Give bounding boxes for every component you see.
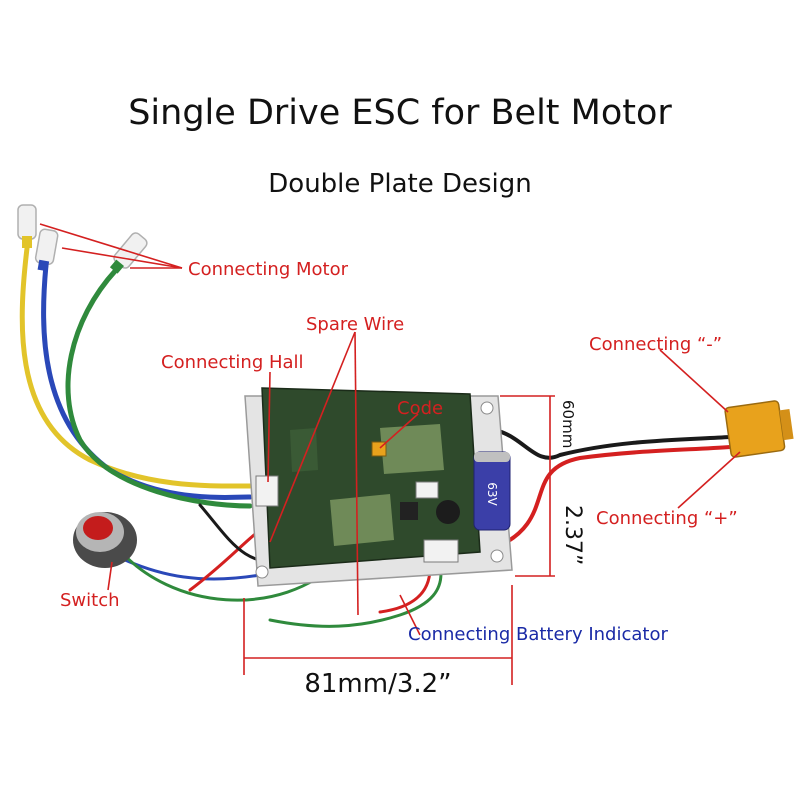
label-connecting-minus: Connecting “-” (589, 334, 722, 355)
motor-terminal-green (109, 232, 148, 274)
indicator-connector (423, 539, 459, 563)
dimension-height-in: 2.37” (560, 505, 585, 565)
dimension-width: 81mm/3.2” (304, 669, 451, 699)
mount-hole (490, 549, 504, 563)
leader-lines (39, 223, 741, 636)
power-wires (468, 426, 732, 550)
mount-hole (255, 565, 269, 579)
motor-wires (19, 237, 253, 509)
motor-terminal-yellow (17, 204, 37, 248)
label-connecting-plus: Connecting “+” (596, 508, 738, 529)
buzzer (436, 500, 460, 524)
mount-hole (480, 401, 494, 415)
pcb-cutout (380, 424, 444, 474)
xt60-connector (724, 400, 794, 458)
aux-connector (415, 481, 439, 499)
capacitor: 63V (473, 451, 511, 531)
label-connecting-hall: Connecting Hall (161, 352, 304, 373)
motor-wire-terminals (17, 204, 148, 274)
label-switch: Switch (60, 590, 120, 611)
motor-terminal-blue (34, 228, 59, 272)
page-title: Single Drive ESC for Belt Motor (128, 93, 672, 133)
page-subtitle: Double Plate Design (268, 169, 531, 199)
dimension-lines (243, 395, 555, 685)
dimension-height-mm: 60mm (559, 400, 577, 448)
label-code: Code (397, 398, 443, 419)
label-connecting-motor: Connecting Motor (188, 259, 349, 280)
pcb-cutout (330, 494, 394, 546)
capacitor-label: 63V (485, 482, 499, 506)
label-connecting-battery-indicator: Connecting Battery Indicator (408, 624, 668, 645)
label-spare-wire: Spare Wire (306, 314, 404, 335)
switch-button (73, 512, 137, 568)
esc-board: 63V (244, 387, 513, 587)
hall-connector (255, 475, 279, 507)
ic-chip (400, 502, 418, 520)
